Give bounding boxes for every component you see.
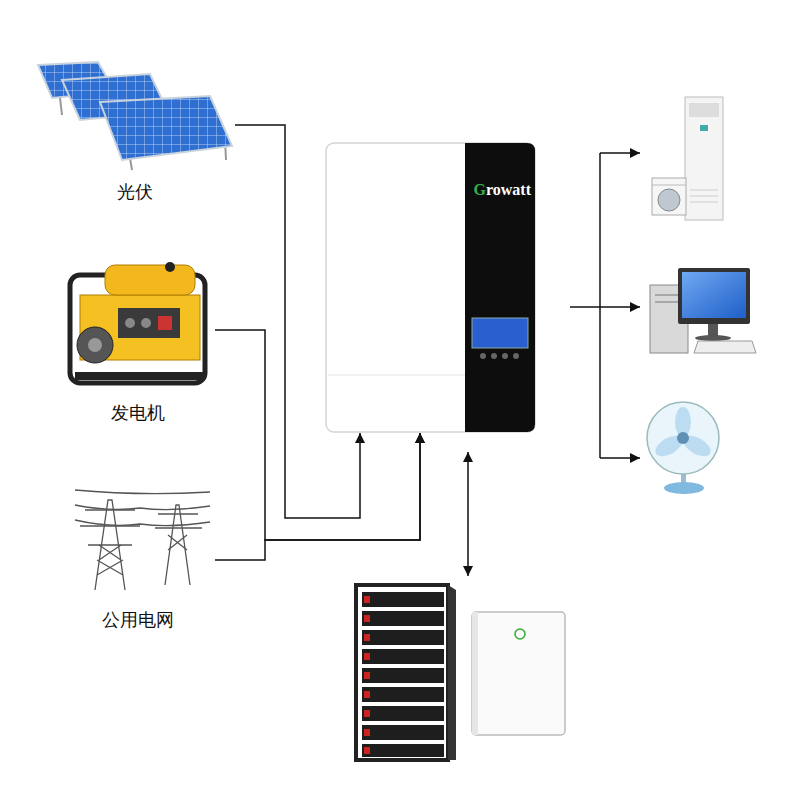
solar-source: 光伏	[35, 55, 235, 207]
power-grid-part	[165, 505, 190, 585]
computer-part	[695, 335, 731, 341]
fan	[647, 402, 719, 494]
battery-rack-part	[448, 585, 456, 760]
battery-rack-part	[364, 729, 370, 736]
brand-logo: Growatt	[474, 181, 531, 199]
solar-panels-part	[100, 96, 232, 160]
air-conditioner-part	[689, 103, 719, 117]
battery-rack-part	[362, 649, 444, 664]
battery-rack-part	[362, 706, 444, 721]
wall-battery	[472, 612, 565, 735]
fan-part	[677, 432, 689, 444]
output-wiring-part	[467, 452, 469, 576]
power-grid-part	[75, 520, 210, 526]
wall-battery-part	[515, 629, 525, 639]
washing-machine-part	[652, 185, 686, 186]
inverter-part	[491, 353, 497, 359]
power-grid-part	[168, 535, 187, 550]
source-label: 公用电网	[102, 609, 174, 631]
output-wiring-part	[600, 457, 640, 459]
generator-source: 发电机	[60, 258, 215, 428]
inverter-part	[328, 375, 465, 376]
output-wiring-part	[600, 306, 640, 308]
generator	[70, 262, 205, 383]
battery-rack-part	[364, 691, 370, 698]
battery-rack-part	[362, 687, 444, 702]
computer	[650, 268, 756, 353]
inverter-part	[480, 353, 486, 359]
source-label: 光伏	[117, 181, 153, 203]
output-wiring-part	[570, 306, 600, 308]
generator-part	[77, 327, 113, 363]
battery-rack-part	[362, 630, 444, 645]
power-grid-part	[97, 545, 123, 575]
washing-machine-part	[652, 178, 686, 215]
feed-connector	[215, 330, 420, 540]
power-grid-part	[75, 490, 210, 494]
inverter-part	[472, 318, 528, 348]
output-wiring	[468, 153, 640, 576]
battery-rack-part	[362, 611, 444, 626]
generator-part	[165, 262, 175, 272]
battery-rack-part	[362, 725, 444, 740]
output-wiring-part	[599, 153, 601, 458]
inverter-part	[465, 143, 535, 432]
air-conditioner-part	[690, 190, 718, 202]
fan-part	[664, 482, 704, 494]
battery-rack-part	[364, 634, 370, 641]
inverter-part	[326, 143, 535, 432]
battery-rack-part	[362, 592, 444, 607]
washing-machine-part	[658, 189, 680, 211]
wall-battery-part	[472, 612, 478, 735]
feed-connector	[215, 433, 420, 560]
generator-part	[105, 265, 195, 295]
generator-part	[88, 338, 102, 352]
air-conditioner-part	[685, 97, 723, 220]
battery-rack-part	[364, 747, 370, 754]
solar-panels-part	[60, 98, 62, 115]
generator-part	[75, 372, 205, 380]
battery-rack-part	[364, 615, 370, 622]
battery-rack-part	[362, 744, 444, 757]
battery-rack-part	[364, 710, 370, 717]
inverter	[326, 143, 535, 432]
washing-machine	[652, 178, 686, 215]
computer-part	[678, 268, 750, 324]
source-label: 发电机	[111, 402, 165, 424]
power-grid-part	[75, 505, 210, 510]
battery-rack-part	[364, 672, 370, 679]
power-grid	[75, 490, 210, 590]
battery-rack	[356, 585, 456, 760]
battery-rack-part	[362, 668, 444, 683]
generator-part	[125, 318, 135, 328]
output-wiring-part	[600, 152, 640, 154]
fan-part	[647, 402, 719, 474]
generator-part	[118, 308, 180, 338]
wall-battery-part	[472, 612, 565, 735]
feed-connector	[235, 125, 360, 518]
solar-panels	[38, 62, 232, 170]
battery-rack-part	[364, 596, 370, 603]
grid-source: 公用电网	[60, 485, 215, 635]
inverter-part	[513, 353, 519, 359]
computer-part	[694, 341, 756, 353]
generator-part	[141, 318, 151, 328]
inverter-part	[502, 353, 508, 359]
generator-part	[158, 316, 172, 330]
inverter-box: Growatt	[326, 143, 535, 432]
computer-part	[682, 272, 746, 318]
air-conditioner	[685, 97, 723, 220]
computer-part	[708, 324, 718, 336]
power-grid-part	[80, 510, 140, 545]
battery-rack-part	[364, 653, 370, 660]
air-conditioner-part	[700, 125, 708, 131]
battery-rack-part	[356, 585, 448, 760]
